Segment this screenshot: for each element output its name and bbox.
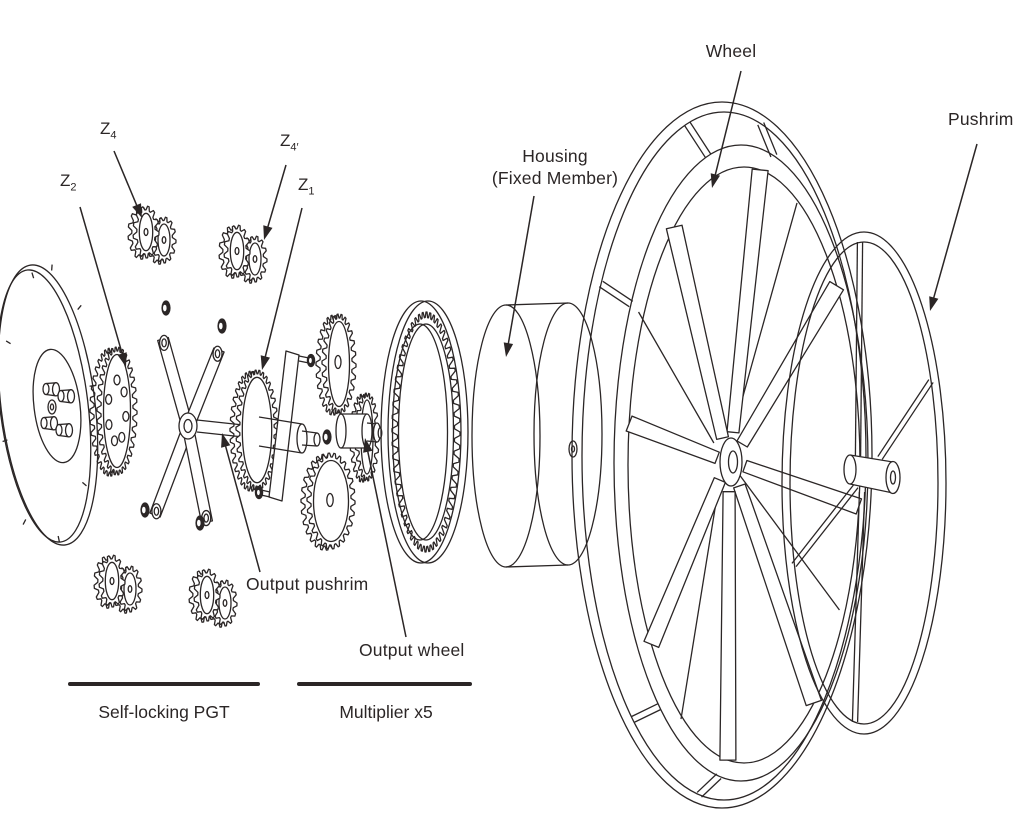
label-z1-sub: 1 — [308, 185, 315, 198]
label-z4-sub: 4 — [110, 129, 117, 142]
planet-gear-pair-z4p-top — [218, 224, 268, 284]
label-z2-sub: 2 — [70, 181, 77, 194]
label-z4-prime-base: Z — [280, 131, 291, 150]
label-output-wheel: Output wheel — [359, 640, 465, 660]
gear-z1-assembly — [229, 350, 332, 502]
label-housing-line2: (Fixed Member) — [491, 168, 619, 188]
label-z1-base: Z — [298, 175, 309, 194]
gear-z2 — [89, 346, 138, 477]
pushrim — [781, 231, 947, 735]
output-pushrim-disc — [0, 264, 99, 546]
planet-gear-pair-z4-top — [127, 205, 177, 265]
label-output-pushrim: Output pushrim — [246, 574, 369, 594]
label-z1: Z1 — [298, 175, 315, 198]
leader-arrows — [79, 70, 978, 638]
carrier-x — [149, 334, 263, 527]
label-z4-base: Z — [100, 119, 111, 138]
label-z4: Z4 — [100, 119, 117, 142]
wheel — [571, 101, 873, 809]
spacer-washers-upper — [161, 300, 227, 334]
section-bar-self-locking-pgt — [68, 682, 260, 686]
planet-gear-pair-bottom-right — [188, 568, 238, 628]
ring-gear — [380, 300, 469, 564]
section-label-self-locking-pgt: Self-locking PGT — [98, 702, 230, 722]
label-pushrim: Pushrim — [948, 109, 1014, 129]
label-wheel: Wheel — [705, 41, 757, 61]
label-z2: Z2 — [60, 171, 77, 194]
label-z4-prime-sub: 4′ — [290, 141, 299, 154]
label-housing-line1: Housing — [522, 146, 588, 166]
multiplier-gears — [300, 313, 380, 551]
label-z2-base: Z — [60, 171, 71, 190]
section-bar-multiplier — [297, 682, 472, 686]
spacer-washers-lower — [140, 502, 205, 531]
housing-cylinder — [471, 302, 603, 568]
section-label-multiplier: Multiplier x5 — [339, 702, 433, 722]
label-z4-prime: Z4′ — [280, 131, 299, 154]
planet-gear-pair-z2-bottom — [93, 554, 143, 614]
